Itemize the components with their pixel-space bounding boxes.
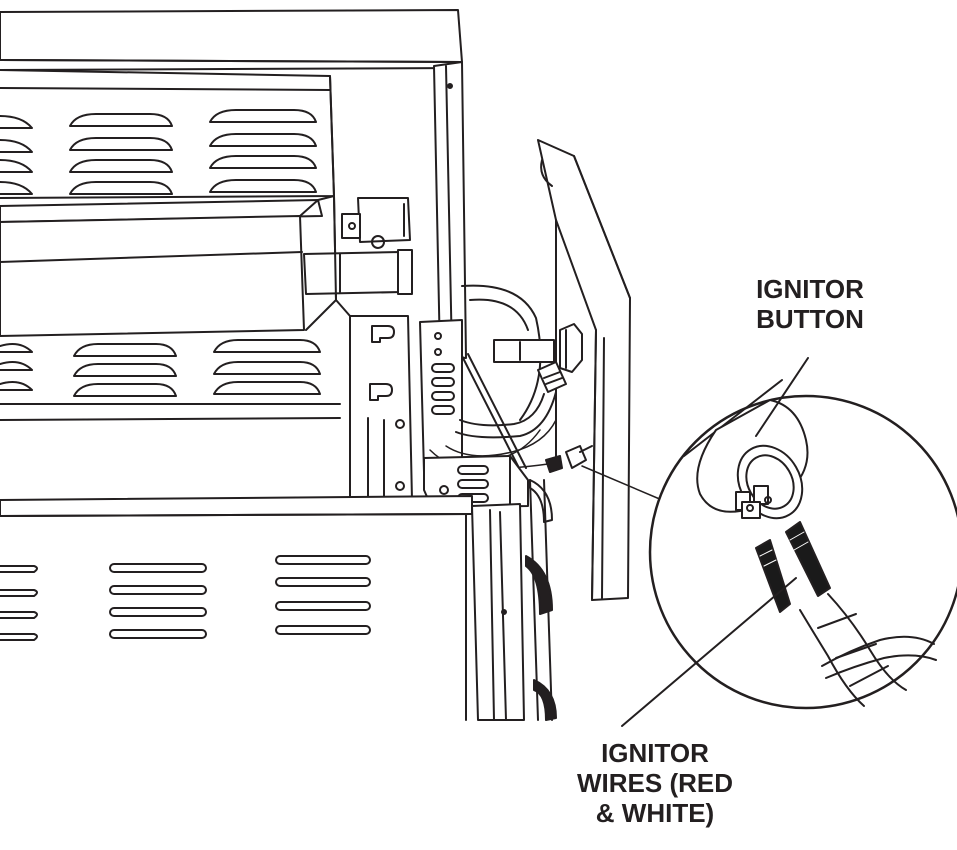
ignitor-button-label: IGNITOR BUTTON bbox=[700, 274, 920, 334]
leader-ignitor-button bbox=[756, 358, 808, 436]
mid-vents bbox=[0, 340, 340, 420]
grill-lid bbox=[0, 10, 466, 358]
cart-door-frame bbox=[472, 480, 556, 720]
ignitor-wires-label-line-3: & WHITE) bbox=[595, 798, 715, 828]
ignitor-wires-label: IGNITOR WIRES (RED & WHITE) bbox=[525, 738, 785, 828]
valve-housing bbox=[462, 286, 540, 420]
lid-handle bbox=[0, 196, 412, 336]
grill-body-side bbox=[334, 196, 526, 500]
firebox-front bbox=[0, 496, 472, 720]
zoom-detail-circle bbox=[650, 380, 957, 708]
ignitor-button-small bbox=[546, 446, 592, 472]
ignitor-button-label-line-2: BUTTON bbox=[756, 304, 864, 334]
lower-bracket bbox=[424, 456, 528, 508]
upper-vents bbox=[0, 110, 316, 194]
hinge-bracket bbox=[342, 198, 410, 248]
ignitor-wires-label-line-1: IGNITOR bbox=[601, 738, 709, 768]
ignitor-button-label-line-1: IGNITOR bbox=[756, 274, 864, 304]
zoom-pointer-line bbox=[582, 466, 662, 500]
ignitor-wires-label-line-2: WIRES (RED bbox=[577, 768, 733, 798]
leader-ignitor-wires bbox=[622, 578, 796, 726]
control-panel-door bbox=[494, 140, 630, 600]
